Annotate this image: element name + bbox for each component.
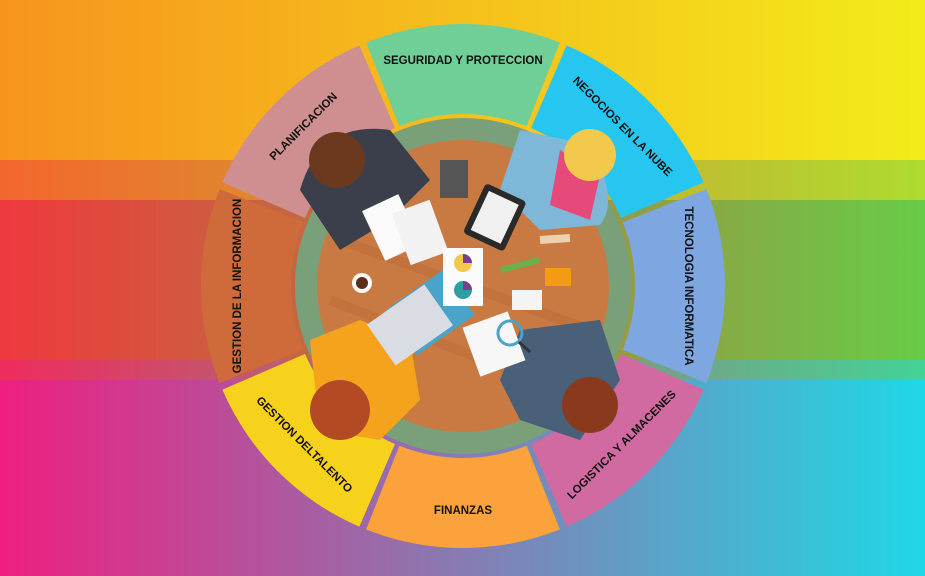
wheel-segment [222,354,395,527]
pie-chart-paper-icon [443,248,483,306]
segment-label: TECNOLOGIA INFORMATICA [682,206,694,365]
sticky-note-icon [545,268,571,286]
wheel-segment [222,45,395,218]
envelope-icon [512,290,542,310]
wheel-segment [366,445,560,548]
wheel-segment [622,189,725,383]
wheel-segment [531,45,704,218]
wheel-segment [200,189,304,383]
segment-label: GESTION DE LA INFORMACION [232,199,244,374]
documents-icon [362,194,449,266]
meeting-illustration [300,128,620,440]
segment-label: FINANZAS [434,505,492,517]
ruler-icon [499,256,541,274]
wheel-segment [366,23,560,127]
wheel-segments [200,23,725,548]
person-top-right-icon [500,129,616,244]
segment-label: SEGURIDAD Y PROTECCION [383,55,542,67]
wheel-segment [531,354,704,527]
person-top-left-icon [300,128,430,250]
notebook-icon [440,160,468,198]
magnifier-icon [462,311,532,377]
